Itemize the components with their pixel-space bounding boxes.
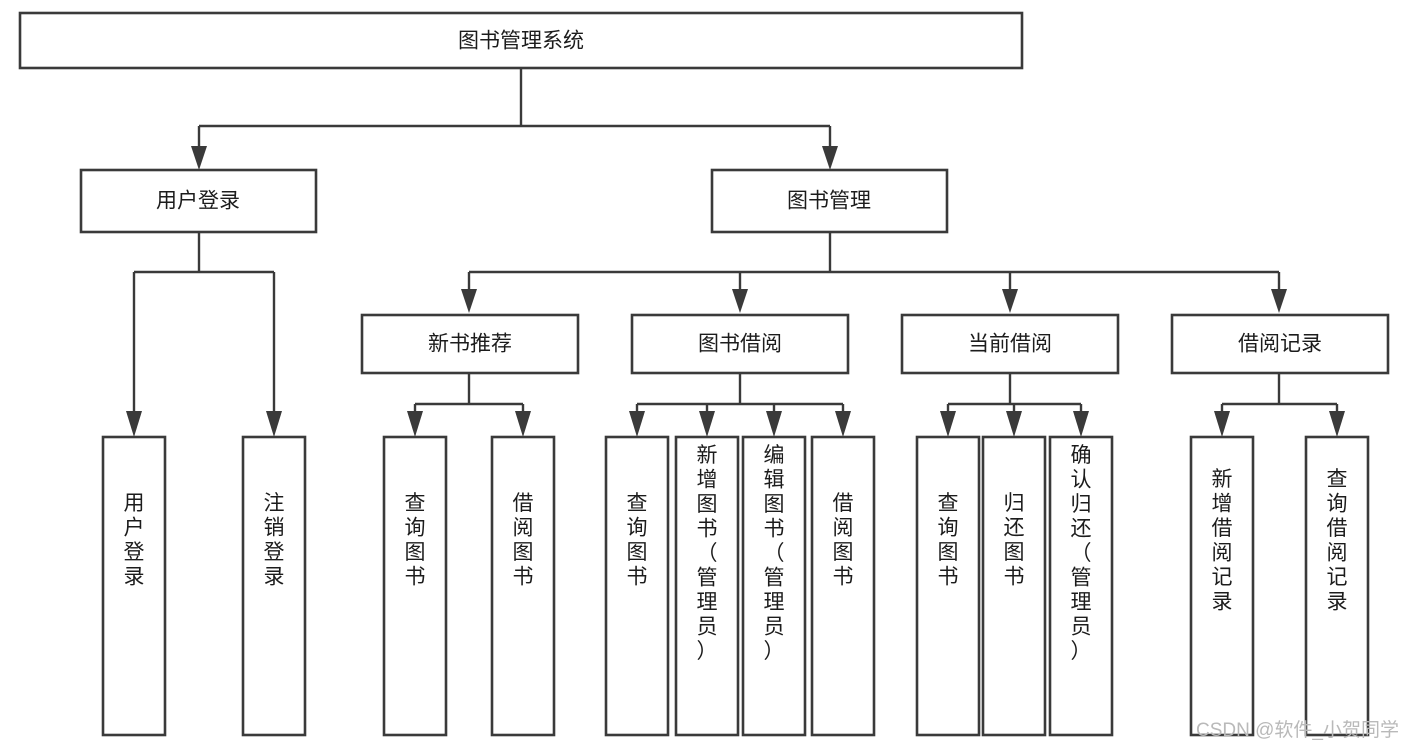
node-leaf-query-book-2[interactable]: 查询图书 bbox=[604, 435, 670, 737]
node-leaf-add-record-box[interactable] bbox=[1189, 435, 1255, 737]
node-leaf-user-login-label: 用户登录 bbox=[124, 492, 145, 589]
arrow-head-new-book-recommend bbox=[461, 289, 477, 313]
node-leaf-add-record-label: 新增借阅记录 bbox=[1212, 468, 1233, 614]
node-leaf-borrow-book-2-label: 借阅图书 bbox=[833, 492, 854, 589]
node-root-label: 图书管理系统 bbox=[458, 30, 584, 53]
node-leaf-query-book-3-label: 查询图书 bbox=[938, 492, 959, 589]
node-leaf-query-record-box[interactable] bbox=[1304, 435, 1370, 737]
node-leaf-borrow-book-2-box[interactable] bbox=[810, 435, 876, 737]
node-leaf-confirm-return-box[interactable] bbox=[1048, 435, 1114, 737]
node-leaf-return-book-label: 归还图书 bbox=[1004, 492, 1025, 589]
node-leaf-edit-book[interactable]: 编辑图书（管理员） bbox=[741, 435, 807, 737]
arrow-head-leaf-query-book-3 bbox=[940, 411, 956, 437]
node-leaf-user-logout-box[interactable] bbox=[241, 435, 307, 737]
node-leaf-borrow-book-1-box[interactable] bbox=[490, 435, 556, 737]
node-borrow-record-label: 借阅记录 bbox=[1238, 333, 1322, 356]
node-new-book-recommend[interactable]: 新书推荐 bbox=[360, 313, 580, 375]
arrow-head-book-manage bbox=[822, 146, 838, 170]
arrow-head-book-borrow bbox=[732, 289, 748, 313]
node-user-login-box[interactable] bbox=[79, 168, 318, 234]
node-current-borrow-box[interactable] bbox=[900, 313, 1120, 375]
arrow-head-leaf-query-book-2 bbox=[629, 411, 645, 437]
node-book-borrow-label: 图书借阅 bbox=[698, 333, 782, 356]
node-leaf-borrow-book-1[interactable]: 借阅图书 bbox=[490, 435, 556, 737]
arrow-head-leaf-add-record bbox=[1214, 411, 1230, 437]
arrow-head-leaf-add-book bbox=[699, 411, 715, 437]
node-leaf-user-login[interactable]: 用户登录 bbox=[101, 435, 167, 737]
node-leaf-return-book-box[interactable] bbox=[981, 435, 1047, 737]
node-leaf-query-book-1[interactable]: 查询图书 bbox=[382, 435, 448, 737]
node-leaf-borrow-book-1-label: 借阅图书 bbox=[513, 492, 534, 589]
node-user-login-label: 用户登录 bbox=[156, 190, 240, 213]
arrow-head-user-login bbox=[191, 146, 207, 170]
node-book-borrow[interactable]: 图书借阅 bbox=[630, 313, 850, 375]
node-book-manage[interactable]: 图书管理 bbox=[710, 168, 949, 234]
node-borrow-record[interactable]: 借阅记录 bbox=[1170, 313, 1390, 375]
node-leaf-query-book-1-box[interactable] bbox=[382, 435, 448, 737]
node-leaf-edit-book-label: 编辑图书（管理员） bbox=[764, 444, 785, 663]
node-leaf-user-logout[interactable]: 注销登录 bbox=[241, 435, 307, 737]
arrow-head-borrow-record bbox=[1271, 289, 1287, 313]
node-leaf-user-login-box[interactable] bbox=[101, 435, 167, 737]
node-current-borrow[interactable]: 当前借阅 bbox=[900, 313, 1120, 375]
arrow-head-leaf-borrow-book-1 bbox=[515, 411, 531, 437]
arrow-head-leaf-borrow-book-2 bbox=[835, 411, 851, 437]
arrow-head-leaf-query-record bbox=[1329, 411, 1345, 437]
node-leaf-add-book[interactable]: 新增图书（管理员） bbox=[674, 435, 740, 737]
watermark-label: CSDN @软件_小贺同学 bbox=[1196, 719, 1399, 741]
node-leaf-add-record[interactable]: 新增借阅记录 bbox=[1189, 435, 1255, 737]
node-root[interactable]: 图书管理系统 bbox=[18, 11, 1024, 70]
node-leaf-return-book[interactable]: 归还图书 bbox=[981, 435, 1047, 737]
node-borrow-record-box[interactable] bbox=[1170, 313, 1390, 375]
node-book-manage-box[interactable] bbox=[710, 168, 949, 234]
node-leaf-query-book-2-label: 查询图书 bbox=[627, 492, 648, 589]
node-leaf-query-book-3[interactable]: 查询图书 bbox=[915, 435, 981, 737]
node-leaf-query-book-2-box[interactable] bbox=[604, 435, 670, 737]
node-leaf-confirm-return-label: 确认归还（管理员） bbox=[1071, 444, 1092, 663]
node-leaf-query-record-label: 查询借阅记录 bbox=[1327, 468, 1348, 614]
arrow-head-leaf-confirm-return bbox=[1073, 411, 1089, 437]
arrow-head-leaf-user-login bbox=[126, 411, 142, 437]
node-user-login[interactable]: 用户登录 bbox=[79, 168, 318, 234]
arrow-head-current-borrow bbox=[1002, 289, 1018, 313]
arrow-head-leaf-return-book bbox=[1006, 411, 1022, 437]
arrow-head-leaf-edit-book bbox=[766, 411, 782, 437]
node-leaf-edit-book-box[interactable] bbox=[741, 435, 807, 737]
node-book-borrow-box[interactable] bbox=[630, 313, 850, 375]
connector-layer bbox=[126, 68, 1345, 437]
node-leaf-confirm-return[interactable]: 确认归还（管理员） bbox=[1048, 435, 1114, 737]
node-book-manage-label: 图书管理 bbox=[787, 190, 871, 213]
arrow-head-leaf-query-book-1 bbox=[407, 411, 423, 437]
arrow-head-leaf-user-logout bbox=[266, 411, 282, 437]
node-current-borrow-label: 当前借阅 bbox=[968, 333, 1052, 356]
node-leaf-query-book-1-label: 查询图书 bbox=[405, 492, 426, 589]
node-leaf-query-record[interactable]: 查询借阅记录 bbox=[1304, 435, 1370, 737]
node-leaf-add-book-box[interactable] bbox=[674, 435, 740, 737]
node-new-book-recommend-label: 新书推荐 bbox=[428, 333, 512, 356]
node-new-book-recommend-box[interactable] bbox=[360, 313, 580, 375]
node-leaf-user-logout-label: 注销登录 bbox=[264, 492, 285, 589]
node-leaf-add-book-label: 新增图书（管理员） bbox=[697, 444, 718, 663]
node-root-box[interactable] bbox=[18, 11, 1024, 70]
node-leaf-borrow-book-2[interactable]: 借阅图书 bbox=[810, 435, 876, 737]
node-leaf-query-book-3-box[interactable] bbox=[915, 435, 981, 737]
